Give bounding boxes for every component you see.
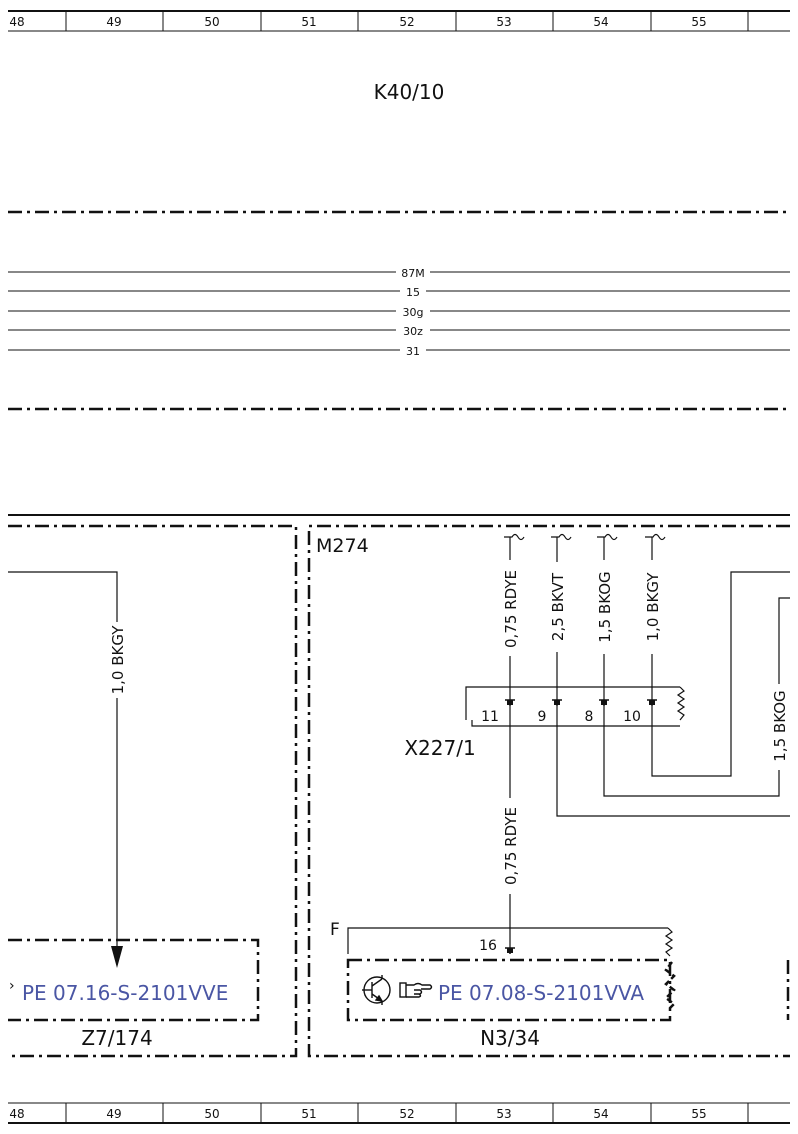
wire-label-right: 1,5 BKOG [771,690,789,761]
reference-link-z7[interactable]: PE 07.16-S-2101VVE [22,981,228,1005]
bus-label-87m: 87M [401,267,425,280]
pin-label-11: 11 [481,709,499,725]
pin-label-16: 16 [479,938,497,954]
ruler-col: 55 [691,15,706,29]
pin-label-10: 10 [623,709,641,725]
ruler-col: 48 [9,15,24,29]
wire-label-pin11: 0,75 RDYE [502,570,520,648]
wire-label-left: 1,0 BKGY [109,625,127,695]
wire-label-lower: 0,75 RDYE [502,807,520,885]
pointing-hand-icon [399,982,433,998]
bus-label-15: 15 [406,286,420,299]
ruler-col: 53 [496,1107,511,1121]
pin-label-9: 9 [538,709,547,725]
ruler-col: 48 [9,1107,24,1121]
ruler-col: 50 [204,1107,219,1121]
ruler-col: 49 [106,1107,121,1121]
power-bus: 87M 15 30g 30z 31 [8,266,790,358]
ruler-col: 51 [301,1107,316,1121]
bus-label-30g: 30g [403,306,424,319]
connector-x227-1: 11 9 8 10 X227/1 [404,686,686,760]
pin-label-8: 8 [585,709,594,725]
component-label-n3-34: N3/34 [480,1026,540,1050]
ruler-col: 49 [106,15,121,29]
ruler-col: 51 [301,15,316,29]
connector-label: X227/1 [404,736,475,760]
ruler-col: 54 [593,1107,608,1121]
transistor-icon [362,975,391,1005]
ruler-col: 52 [399,15,414,29]
component-label-z7-174: Z7/174 [81,1026,152,1050]
ruler-col: 53 [496,15,511,29]
wire-label-pin8: 1,5 BKOG [596,571,614,642]
wire-label-pin9: 2,5 BKVT [549,572,567,641]
bottom-ruler: 48 49 50 51 52 53 54 55 [8,1102,790,1124]
bus-label-31: 31 [406,345,420,358]
top-ruler: 48 49 50 51 52 53 54 55 [8,10,790,32]
reference-link-n3[interactable]: PE 07.08-S-2101VVA [438,981,644,1005]
ruler-col: 52 [399,1107,414,1121]
bus-label-30z: 30z [403,325,423,338]
engine-label: M274 [316,535,369,557]
left-module: 1,0 BKGY › PE 07.16-S-2101VVE Z7/174 [8,524,298,1058]
component-z7-174 [8,938,260,1022]
ruler-col: 54 [593,15,608,29]
wire-label-pin10: 1,0 BKGY [644,572,662,642]
fuse-label: F [330,920,340,940]
ecu-n3-34: F 16 PE 07.08- [330,920,676,1050]
ruler-col: 50 [204,15,219,29]
relay-label: K40/10 [374,80,445,104]
link-arrow-icon: › [9,978,15,994]
engine-area: M274 0,75 RDYE 2,5 BKVT 1,5 BKOG 1,0 BKG… [307,524,790,1058]
ruler-col: 55 [691,1107,706,1121]
